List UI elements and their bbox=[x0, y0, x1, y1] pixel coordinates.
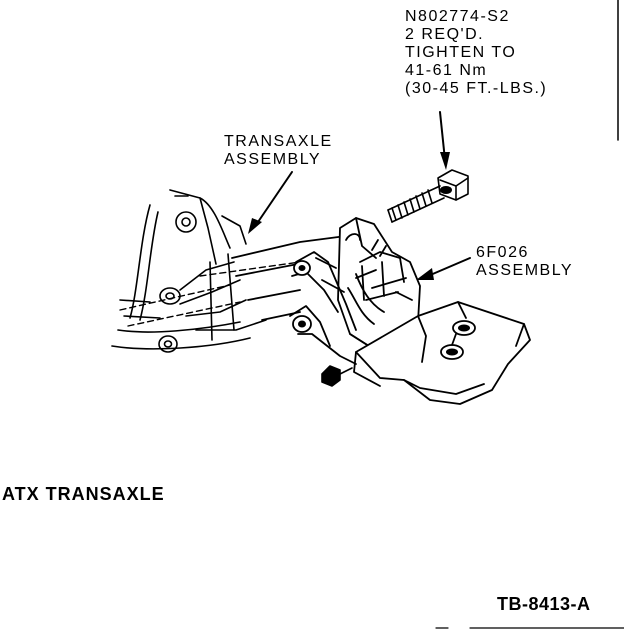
transaxle-label-line1: TRANSAXLE bbox=[224, 133, 333, 150]
figure-caption: ATX TRANSAXLE bbox=[2, 484, 165, 504]
bolt-leader-arrow bbox=[440, 152, 450, 170]
bolt bbox=[387, 169, 469, 223]
transaxle-leader-line bbox=[257, 171, 293, 223]
transaxle-callout-label: TRANSAXLE ASSEMBLY bbox=[224, 133, 333, 169]
transaxle-leader-arrow bbox=[248, 218, 262, 234]
lower-nut bbox=[321, 365, 353, 387]
bolt-quantity: 2 REQ'D. bbox=[405, 26, 485, 43]
bolt-torque-metric: 41-61 Nm bbox=[405, 62, 488, 79]
base-plate bbox=[353, 301, 531, 405]
mount-label-line2: ASSEMBLY bbox=[476, 262, 574, 279]
figure-id: TB-8413-A bbox=[497, 594, 591, 614]
transaxle-case bbox=[111, 189, 267, 353]
bolt-instruction: TIGHTEN TO bbox=[405, 44, 517, 61]
bolt-callout-label: N802774-S2 2 REQ'D. TIGHTEN TO 41-61 Nm … bbox=[405, 8, 547, 98]
mount-leader-arrow bbox=[416, 268, 434, 280]
mount-block bbox=[337, 217, 421, 367]
bolt-part-number: N802774-S2 bbox=[405, 8, 510, 25]
transaxle-label-line2: ASSEMBLY bbox=[224, 151, 322, 168]
mount-callout-label: 6F026 ASSEMBLY bbox=[476, 244, 573, 280]
bracket-strap bbox=[289, 251, 357, 365]
mount-part-number: 6F026 bbox=[476, 244, 529, 261]
bolt-torque-imperial: (30-45 FT.-LBS.) bbox=[405, 80, 548, 97]
mount-leader-line bbox=[427, 257, 471, 277]
hidden-lines bbox=[119, 261, 301, 327]
bracket-arm bbox=[231, 235, 347, 321]
